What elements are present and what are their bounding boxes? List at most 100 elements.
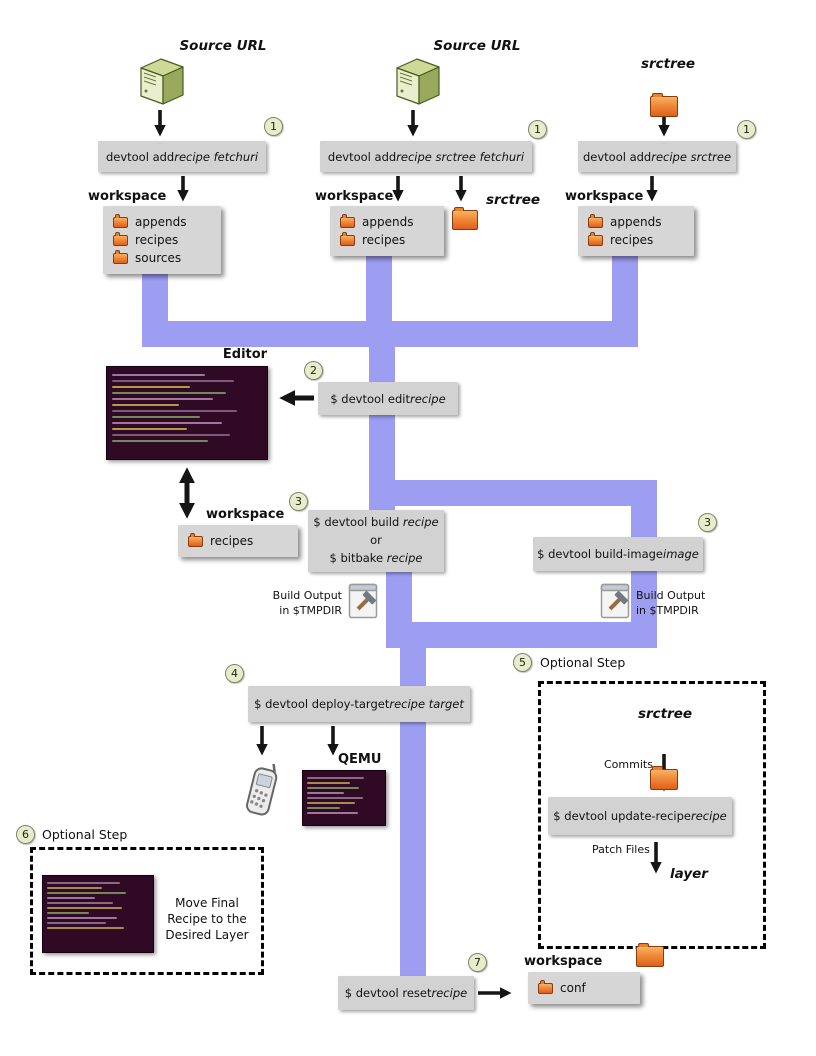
cmd-prefix: devtool add (327, 149, 397, 164)
workspace2-label: workspace (315, 189, 394, 204)
optional-step6-region (30, 847, 264, 975)
folder-icon (340, 213, 355, 228)
step-badge-4: 4 (225, 664, 244, 683)
step-badge-3b: 3 (698, 513, 717, 532)
workspace-folder-row: recipes (588, 231, 684, 247)
cmd-args: image (663, 547, 699, 561)
step-number: 1 (743, 123, 750, 136)
optional-step6-title: Optional Step (42, 827, 128, 842)
cmd-args: recipe (402, 515, 439, 530)
step-number: 6 (22, 828, 29, 841)
workspace1-box: appends recipes sources (103, 206, 221, 274)
build-output-line2: in $TMPDIR (279, 604, 342, 618)
workspace-folder-row: recipes (340, 231, 434, 247)
server-icon (140, 58, 184, 105)
step-number: 2 (310, 364, 317, 377)
workspace-folder-row: recipes (188, 532, 288, 548)
cmd-prefix: $ devtool build (313, 515, 403, 530)
folder-icon (113, 249, 128, 264)
step-badge-1b: 1 (528, 120, 547, 139)
cmd-build: $ devtool build recipe or $ bitbake reci… (308, 510, 444, 572)
cmd-args: recipe (386, 550, 423, 565)
workspace-folder-row: recipes (113, 231, 211, 247)
cmd-args: recipe (431, 986, 468, 1000)
workspace-folder-row: appends (340, 213, 434, 229)
cmd-or: or (370, 533, 382, 548)
col2-title: Source URL (433, 38, 521, 54)
editor-workspace-label: workspace (206, 507, 285, 522)
step-badge-5: 5 (513, 653, 532, 672)
workspace-folder-row: appends (588, 213, 684, 229)
editor-workspace-box: recipes (178, 525, 298, 557)
folder-icon (588, 213, 603, 228)
cmd-prefix: $ devtool update-recipe (553, 809, 691, 823)
cmd-add-srctree-fetchuri: devtool add recipe srctree fetchuri (320, 141, 532, 172)
folder-icon (113, 231, 128, 246)
folder-label: recipes (210, 534, 254, 548)
workspace3-box: appends recipes (578, 206, 694, 256)
srctree-folder-icon (650, 766, 678, 790)
cmd-line: $ bitbake recipe (329, 550, 422, 568)
cmd-prefix: $ devtool deploy-target (254, 697, 390, 711)
folder-label: appends (362, 215, 414, 229)
reset-workspace-box: conf (528, 972, 640, 1004)
cmd-args: recipe (691, 809, 727, 823)
cmd-build-image: $ devtool build-image image (533, 537, 703, 571)
workspace-folder-row: appends (113, 213, 211, 229)
cmd-add-fetchuri: devtool add recipe fetchuri (98, 141, 266, 172)
server-icon (396, 58, 440, 105)
folder-label: appends (135, 215, 187, 229)
cmd-args: recipe srctree (651, 149, 732, 164)
step-number: 4 (231, 667, 238, 680)
step-number: 3 (704, 516, 711, 529)
cmd-prefix: devtool add (105, 149, 175, 164)
step-number: 1 (534, 123, 541, 136)
cmd-prefix: $ devtool reset (344, 986, 432, 1000)
phone-icon (246, 763, 278, 816)
srctree-folder-icon (452, 207, 478, 230)
reset-workspace-label: workspace (524, 954, 603, 969)
folder-label: sources (135, 251, 182, 265)
workspace1-label: workspace (88, 189, 167, 204)
cmd-update-recipe: $ devtool update-recipe recipe (548, 797, 732, 835)
step-badge-2: 2 (304, 361, 323, 380)
srctree-folder-icon (650, 93, 678, 117)
layer-folder-icon (636, 943, 664, 967)
cmd-line: $ devtool build recipe (313, 514, 438, 532)
cmd-deploy-target: $ devtool deploy-target recipe target (248, 686, 470, 722)
cmd-prefix: $ devtool build-image (537, 547, 663, 561)
qemu-label: QEMU (338, 752, 382, 767)
step5-srctree-label: srctree (637, 706, 693, 722)
cmd-prefix: devtool add (582, 149, 652, 164)
cmd-prefix: $ devtool edit (330, 391, 410, 406)
step-number: 5 (519, 656, 526, 669)
cmd-args: recipe fetchuri (174, 149, 259, 164)
folder-icon (538, 979, 553, 994)
folder-icon (113, 213, 128, 228)
editor-label: Editor (222, 347, 268, 362)
move-recipe-terminal-screenshot (42, 875, 154, 953)
folder-label: appends (610, 215, 662, 229)
step-number: 7 (474, 956, 481, 969)
move-recipe-note: Move Final Recipe to the Desired Layer (165, 896, 249, 943)
step-number: 1 (270, 120, 277, 133)
step-badge-7: 7 (468, 953, 487, 972)
cmd-reset: $ devtool reset recipe (338, 976, 474, 1010)
step-badge-6: 6 (16, 825, 35, 844)
col1-title: Source URL (179, 38, 267, 54)
folder-icon (340, 231, 355, 246)
cmd-args: recipe (409, 391, 446, 406)
folder-label: recipes (362, 233, 406, 247)
layer-label: layer (670, 866, 708, 882)
folder-icon (188, 532, 203, 547)
step-badge-1c: 1 (737, 120, 756, 139)
workspace2-box: appends recipes (330, 206, 444, 256)
editor-terminal-screenshot (106, 366, 268, 460)
step-badge-1a: 1 (264, 117, 283, 136)
commits-label: Commits (604, 758, 653, 771)
folder-label: recipes (610, 233, 654, 247)
workspace3-label: workspace (565, 189, 644, 204)
build-output-line1: Build Output (636, 589, 706, 602)
